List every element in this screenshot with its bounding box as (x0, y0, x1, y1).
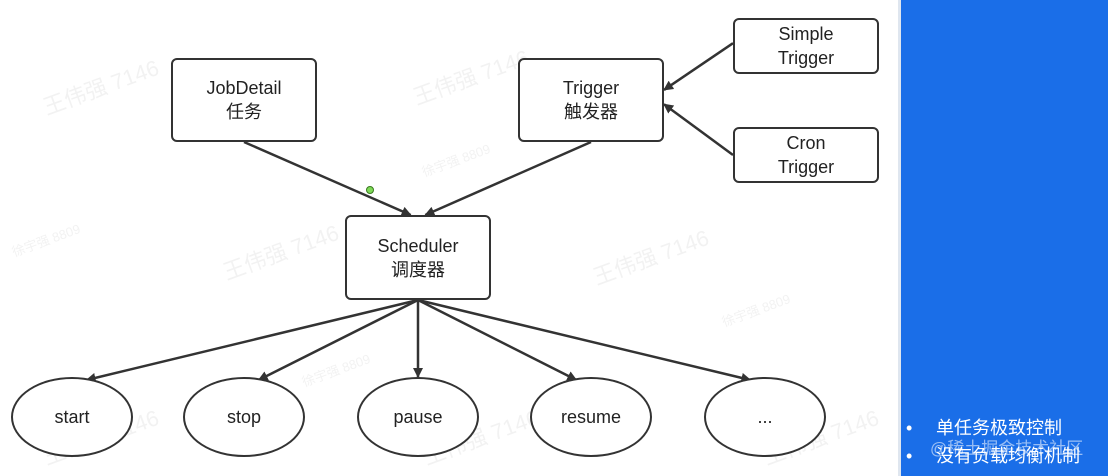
bullet-text: 没有负载均衡机制 (936, 446, 1080, 466)
trigger-subtitle: 触发器 (564, 102, 618, 122)
operation-label: stop (226, 406, 262, 427)
diagram-edges (85, 42, 752, 383)
jobdetail-subtitle: 任务 (226, 102, 262, 122)
scheduler-subtitle: 调度器 (391, 259, 445, 280)
edge-simple_trigger-to-trigger (663, 42, 734, 91)
edge-trigger-to-scheduler (424, 140, 592, 217)
edge-scheduler-to-more (417, 298, 752, 383)
bullet-list: • 单任务极致控制 • 没有负载均衡机制 (906, 414, 1106, 470)
side-panel: • 单任务极致控制 • 没有负载均衡机制 (898, 0, 1108, 476)
connection-point-dot (366, 186, 374, 194)
operation-label: ... (757, 406, 773, 427)
simple-trigger-line2: Trigger (777, 48, 835, 68)
scheduler-node: Scheduler 调度器 (345, 215, 491, 300)
edge-scheduler-to-resume (417, 298, 578, 382)
credit-watermark: @稀土掘金技术社区 (930, 439, 1084, 458)
scheduler-title: Scheduler (377, 235, 459, 256)
edge-jobdetail-to-scheduler (243, 140, 412, 217)
operation-node-pause: pause (357, 377, 479, 457)
cron-trigger-line1: Cron (786, 133, 826, 153)
edge-scheduler-to-start (85, 298, 419, 383)
jobdetail-node: JobDetail 任务 (171, 58, 317, 142)
diagram-canvas: 王伟强 7146 王伟强 7146 王伟强 7146 王伟强 7146 王伟强 … (10, 18, 882, 470)
simple-trigger-node: Simple Trigger (733, 18, 879, 74)
bullet-item: • 没有负载均衡机制 (906, 442, 1106, 470)
cron-trigger-line2: Trigger (777, 157, 835, 177)
jobdetail-title: JobDetail (206, 78, 282, 98)
simple-trigger-line1: Simple (778, 24, 834, 44)
edge-scheduler-to-stop (257, 298, 419, 382)
trigger-title: Trigger (562, 78, 620, 98)
operation-node-stop: stop (183, 377, 305, 457)
operation-node-start: start (11, 377, 133, 457)
panel-divider (898, 0, 901, 476)
operation-label: resume (560, 406, 622, 427)
bullet-symbol: • (906, 418, 913, 438)
cron-trigger-node: Cron Trigger (733, 127, 879, 183)
operation-node-resume: resume (530, 377, 652, 457)
operation-label: pause (393, 406, 443, 427)
trigger-node: Trigger 触发器 (518, 58, 664, 142)
operation-label: start (54, 406, 90, 427)
edge-cron_trigger-to-trigger (663, 103, 734, 157)
bullet-text: 单任务极致控制 (936, 418, 1062, 438)
operation-node-more: ... (704, 377, 826, 457)
bullet-item: • 单任务极致控制 (906, 414, 1106, 442)
bullet-symbol: • (906, 446, 913, 466)
